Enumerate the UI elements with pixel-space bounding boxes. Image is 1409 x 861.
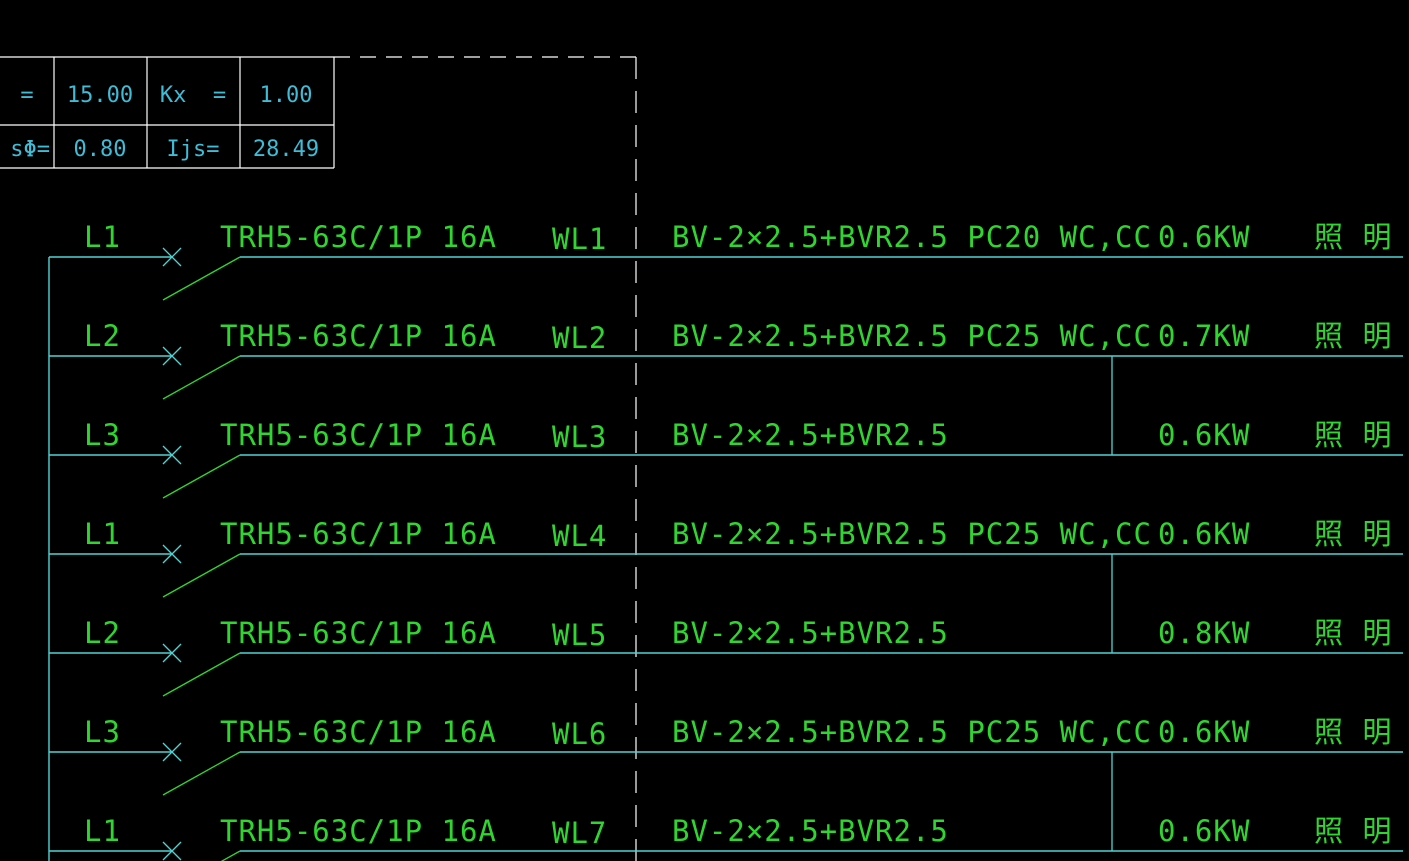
circuit-row: L2 TRH5-63C/1P 16A WL5 BV-2×2.5+BVR2.5 0.8KW… — [49, 616, 1403, 697]
circuit-row: L1 TRH5-63C/1P 16A WL4 BV-2×2.5+BVR2.5 PC25… — [49, 517, 1403, 598]
power-rating: 0.6KW — [1158, 418, 1250, 452]
circuit-id: WL1 — [552, 222, 607, 256]
breaker-x-mark — [162, 445, 182, 465]
circuit-row: L2 TRH5-63C/1P 16A WL2 BV-2×2.5+BVR2.5 PC25… — [49, 319, 1403, 400]
param-label: = — [20, 83, 33, 108]
phase-label: L2 — [84, 319, 121, 353]
phase-label: L3 — [84, 715, 121, 749]
breaker-spec: TRH5-63C/1P 16A — [220, 517, 497, 551]
cable-spec: BV-2×2.5+BVR2.5 PC25 WC,CC — [672, 319, 1152, 353]
breaker-x-mark — [162, 643, 182, 663]
circuit-id: WL3 — [552, 420, 607, 454]
load-use: 照 明 — [1314, 814, 1392, 848]
param-label: Kx = — [160, 83, 226, 108]
circuit-id: WL2 — [552, 321, 607, 355]
circuit-id: WL4 — [552, 519, 607, 553]
circuit-id: WL7 — [552, 816, 607, 850]
cable-spec: BV-2×2.5+BVR2.5 — [672, 418, 949, 452]
breaker-blade — [162, 553, 241, 598]
cable-spec: BV-2×2.5+BVR2.5 PC25 WC,CC — [672, 517, 1152, 551]
param-value: 1.00 — [260, 83, 313, 108]
breaker-spec: TRH5-63C/1P 16A — [220, 319, 497, 353]
load-use: 照 明 — [1314, 220, 1392, 254]
breaker-blade — [162, 751, 241, 796]
param-value: 28.49 — [253, 137, 319, 162]
circuit-row: L1 TRH5-63C/1P 16A WL7 BV-2×2.5+BVR2.5 0.6KW… — [49, 814, 1403, 861]
circuit-id: WL5 — [552, 618, 607, 652]
cable-spec: BV-2×2.5+BVR2.5 PC20 WC,CC — [672, 220, 1152, 254]
power-rating: 0.6KW — [1158, 814, 1250, 848]
breaker-spec: TRH5-63C/1P 16A — [220, 715, 497, 749]
param-label: sΦ= — [10, 137, 50, 162]
circuit-row: L3 TRH5-63C/1P 16A WL6 BV-2×2.5+BVR2.5 PC25… — [49, 715, 1403, 796]
circuit-row: L1 TRH5-63C/1P 16A WL1 BV-2×2.5+BVR2.5 PC20… — [49, 220, 1403, 301]
breaker-spec: TRH5-63C/1P 16A — [220, 814, 497, 848]
breaker-x-mark — [162, 544, 182, 564]
cable-spec: BV-2×2.5+BVR2.5 — [672, 814, 949, 848]
breaker-x-mark — [162, 742, 182, 762]
breaker-blade — [220, 850, 241, 861]
breaker-spec: TRH5-63C/1P 16A — [220, 418, 497, 452]
breaker-x-mark — [162, 346, 182, 366]
circuit-id: WL6 — [552, 717, 607, 751]
load-use: 照 明 — [1314, 319, 1392, 353]
phase-label: L1 — [84, 220, 121, 254]
phase-label: L1 — [84, 517, 121, 551]
parameter-table: = 15.00 Kx = 1.00 sΦ= 0.80 Ijs= 28.49 — [0, 56, 637, 861]
breaker-x-mark — [162, 841, 182, 861]
power-rating: 0.6KW — [1158, 517, 1250, 551]
phase-label: L3 — [84, 418, 121, 452]
breaker-blade — [162, 355, 241, 400]
power-rating: 0.8KW — [1158, 616, 1250, 650]
param-value: 0.80 — [74, 137, 127, 162]
load-use: 照 明 — [1314, 715, 1392, 749]
cable-spec: BV-2×2.5+BVR2.5 — [672, 616, 949, 650]
power-rating: 0.6KW — [1158, 715, 1250, 749]
breaker-blade — [162, 256, 241, 301]
breaker-spec: TRH5-63C/1P 16A — [220, 220, 497, 254]
param-value: 15.00 — [67, 83, 133, 108]
circuit-row: L3 TRH5-63C/1P 16A WL3 BV-2×2.5+BVR2.5 0.6KW… — [49, 418, 1403, 499]
breaker-blade — [162, 652, 241, 697]
breaker-spec: TRH5-63C/1P 16A — [220, 616, 497, 650]
breaker-x-mark — [162, 247, 182, 267]
power-rating: 0.6KW — [1158, 220, 1250, 254]
load-use: 照 明 — [1314, 616, 1392, 650]
load-use: 照 明 — [1314, 517, 1392, 551]
param-label: Ijs= — [167, 137, 220, 162]
phase-label: L2 — [84, 616, 121, 650]
breaker-blade — [162, 454, 241, 499]
cable-spec: BV-2×2.5+BVR2.5 PC25 WC,CC — [672, 715, 1152, 749]
power-rating: 0.7KW — [1158, 319, 1250, 353]
load-use: 照 明 — [1314, 418, 1392, 452]
phase-label: L1 — [84, 814, 121, 848]
